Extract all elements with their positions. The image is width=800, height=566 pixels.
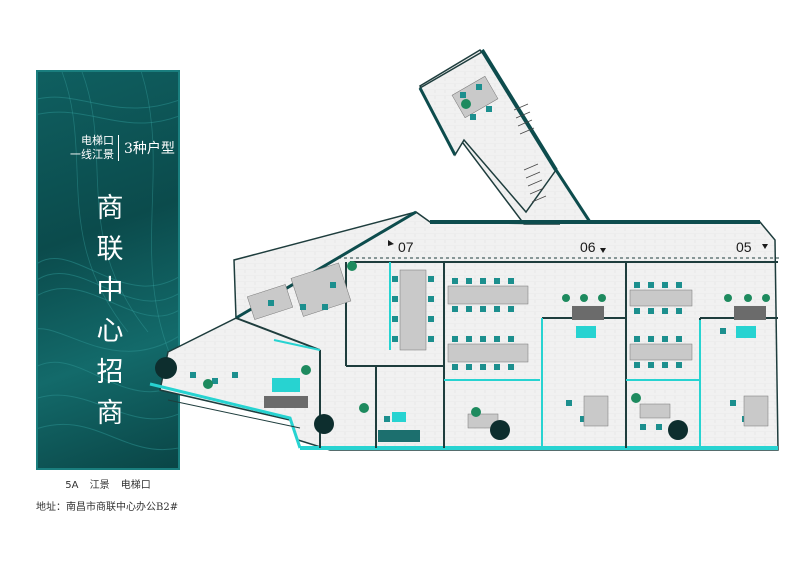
unit-label-07: 07 (398, 239, 414, 255)
plant-icons (203, 99, 770, 417)
entrance-arrow-icon (388, 240, 394, 246)
tag-divider (118, 135, 119, 161)
floor-outline (149, 48, 779, 451)
promo-banner: 电梯口 一线江景 3种户型 商 联 中 心 招 商 (36, 70, 180, 470)
staircase (513, 103, 547, 203)
banner-caption: 5A 江景 电梯口 (65, 480, 151, 491)
chairs (190, 84, 748, 438)
title-char: 招 (96, 357, 124, 388)
feature-tag-left: 电梯口 一线江景 (56, 134, 114, 162)
feature-riverview: 一线江景 (70, 148, 114, 161)
glass-partitions (273, 262, 701, 448)
structural-columns (155, 357, 688, 440)
feature-elevator: 电梯口 (81, 134, 114, 147)
desk-cluster (246, 75, 693, 363)
entrance-arrow-icon (762, 244, 768, 249)
unit-label-05: 05 (736, 239, 752, 255)
vertical-title: 商 联 中 心 招 商 (38, 188, 178, 434)
address-line: 地址：南昌市商联中心办公B2# (36, 502, 179, 513)
entrance-arrow-icons (388, 240, 768, 253)
feature-unit-types: 3种户型 (124, 141, 175, 157)
title-char: 商 (96, 398, 124, 429)
title-char: 商 (96, 193, 124, 224)
title-char: 心 (96, 316, 124, 347)
unit-label-06: 06 (580, 239, 596, 255)
title-char: 中 (96, 275, 124, 306)
entrance-arrow-icon (600, 248, 606, 253)
wave-pattern (38, 72, 178, 451)
title-char: 联 (96, 234, 124, 265)
office-furniture (264, 306, 769, 442)
